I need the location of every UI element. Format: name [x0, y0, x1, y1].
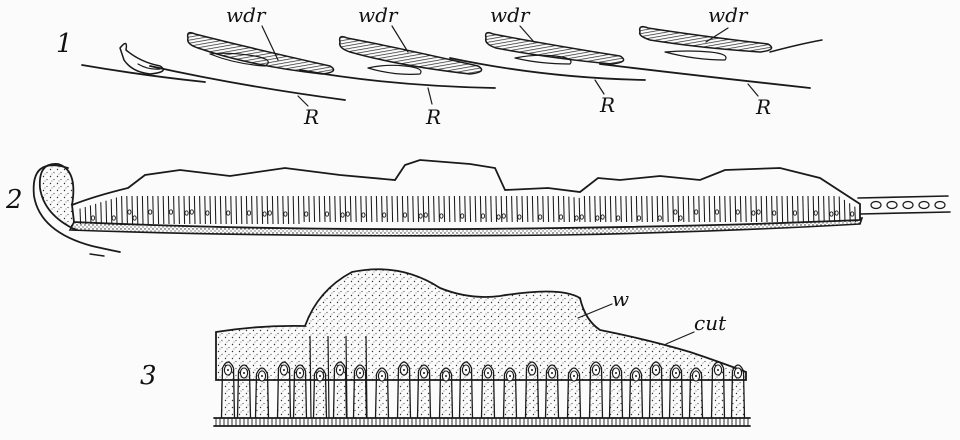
panel-1: 1	[56, 3, 822, 129]
label-wdr-3: wdr	[490, 3, 531, 27]
panel-2: 2	[5, 160, 950, 256]
label-R-2: R	[425, 105, 441, 129]
panel1-segment-2	[300, 37, 495, 88]
panel-number-2: 2	[5, 185, 23, 215]
label-R-1: R	[303, 105, 319, 129]
panel1-segment-0	[82, 43, 205, 82]
panel1-segment-3	[450, 33, 645, 80]
panel-number-1: 1	[56, 29, 73, 59]
panel1-segment-1	[150, 33, 345, 100]
label-wdr-1: wdr	[226, 3, 267, 27]
panel3-basement-membrane	[216, 418, 748, 426]
panel1-segment-4	[600, 27, 822, 88]
label-w: w	[612, 287, 629, 311]
panel-number-3: 3	[140, 361, 157, 391]
label-wdr-4: wdr	[708, 3, 749, 27]
label-wdr-2: wdr	[358, 3, 399, 27]
panel2-tube-cells	[871, 202, 945, 209]
label-cut: cut	[694, 311, 727, 335]
label-R-4: R	[755, 95, 771, 119]
panel-3: 3 w cut	[140, 269, 750, 426]
label-R-3: R	[599, 93, 615, 117]
